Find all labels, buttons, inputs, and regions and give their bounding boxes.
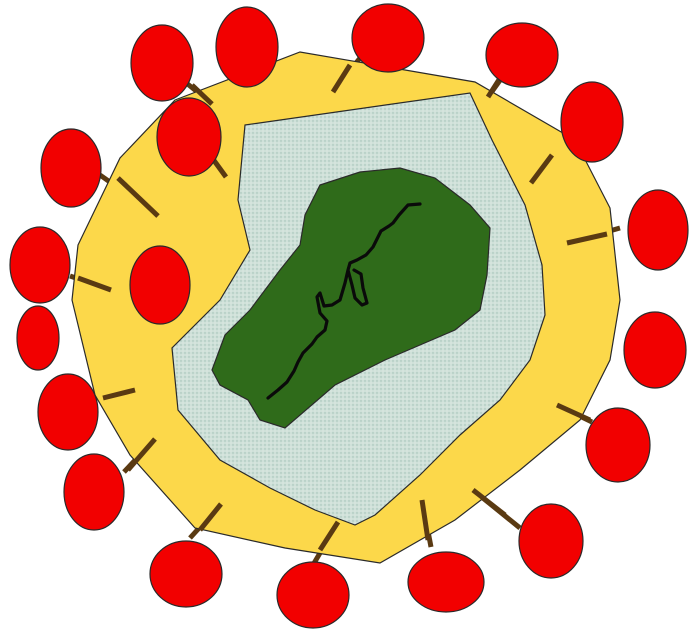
spike-head [64,454,124,530]
spike-head [216,7,278,87]
spike-head [408,552,484,612]
spike-head [130,246,190,324]
spike-head [586,408,650,482]
spike-head [157,98,221,176]
spike-head [277,562,349,628]
spike-head [38,374,98,450]
spike-head [561,82,623,162]
spike-head [10,227,70,303]
spike-head [17,306,59,370]
spike-head [41,129,101,207]
spike-head [519,504,583,578]
spike-head [628,190,688,270]
spike-head [624,312,686,388]
spike-head [150,541,222,607]
spike-head [486,23,558,87]
spike-head [352,4,424,72]
spike-head [131,25,193,101]
